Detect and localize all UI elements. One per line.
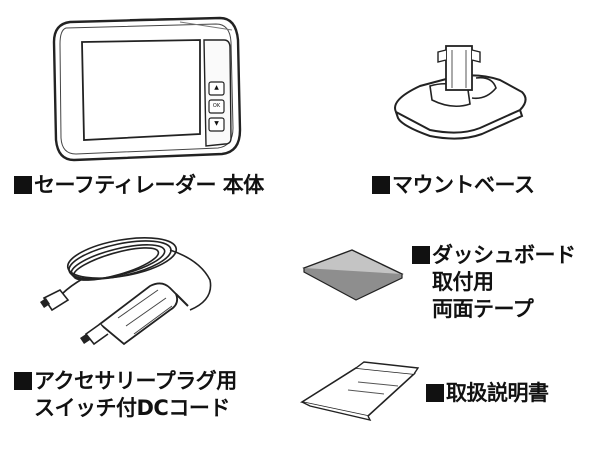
radar-device-illustration (52, 16, 242, 162)
item-dc-cord: アクセサリープラグ用 スイッチ付DCコード (0, 220, 300, 450)
dashboard-tape-label-line1: ダッシュボード (432, 243, 576, 267)
main-unit-label: セーフティレーダー 本体 (14, 172, 264, 199)
bullet-square-icon (426, 384, 444, 402)
manual-booklet-illustration (300, 361, 420, 422)
main-unit-label-text: セーフティレーダー 本体 (34, 173, 264, 197)
dashboard-tape-label: ダッシュボード 取付用 両面テープ (412, 242, 576, 323)
button-up-icon: ▲ (214, 84, 219, 91)
mount-base-label: マウントベース (372, 172, 535, 199)
bullet-square-icon (14, 372, 32, 390)
bullet-square-icon (14, 176, 32, 194)
item-main-unit: ▲ OK ▼ セーフティレーダー 本体 (0, 0, 300, 210)
tape-illustration (302, 249, 404, 301)
mount-base-label-text: マウントベース (392, 173, 535, 197)
item-manual: 取扱説明書 (300, 340, 600, 450)
dc-cord-illustration (40, 237, 212, 346)
dc-cord-label-line2: スイッチ付DCコード (34, 396, 230, 420)
item-dashboard-tape: ダッシュボード 取付用 両面テープ (300, 220, 600, 330)
dc-cord-label: アクセサリープラグ用 スイッチ付DCコード (14, 368, 237, 422)
mount-base-illustration (394, 45, 527, 140)
manual-label-text: 取扱説明書 (446, 381, 549, 405)
button-down-icon: ▼ (214, 120, 219, 127)
manual-label: 取扱説明書 (426, 380, 549, 407)
item-mount-base: マウントベース (300, 0, 600, 210)
bullet-square-icon (372, 176, 390, 194)
bullet-square-icon (412, 246, 430, 264)
dashboard-tape-label-line2: 取付用 (432, 270, 494, 294)
dashboard-tape-label-line3: 両面テープ (432, 297, 534, 321)
button-ok-icon: OK (212, 103, 221, 109)
dc-cord-label-line1: アクセサリープラグ用 (34, 369, 237, 393)
